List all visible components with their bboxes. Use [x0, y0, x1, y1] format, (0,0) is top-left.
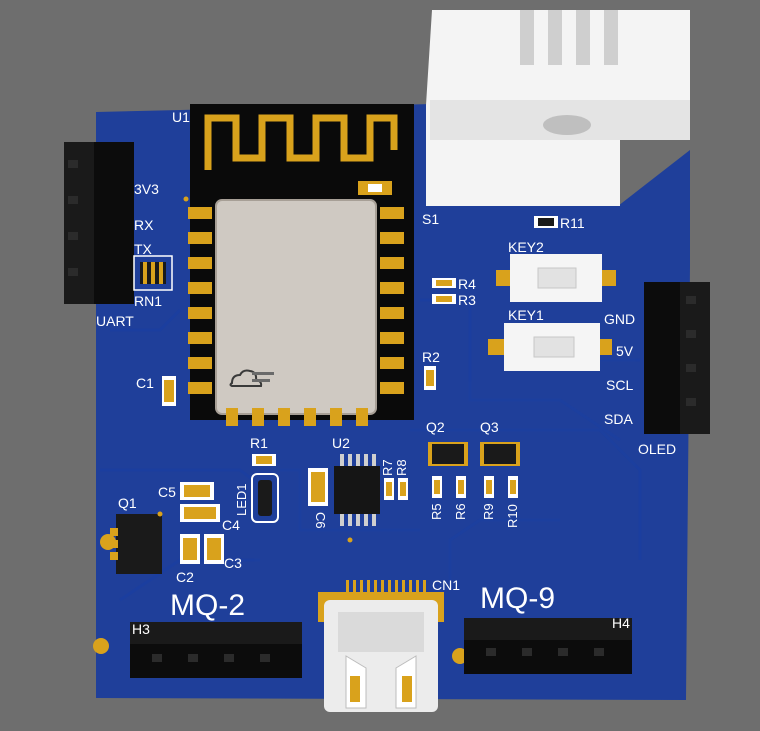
label-uart: UART	[96, 313, 134, 329]
label-mq9: MQ-9	[480, 582, 555, 615]
resistor-array	[384, 476, 518, 500]
label-r2: R2	[422, 349, 440, 365]
u2-chip	[334, 454, 380, 526]
led1	[251, 473, 279, 523]
mq2-header	[130, 622, 302, 678]
label-h4: H4	[612, 615, 630, 631]
label-q2: Q2	[426, 419, 445, 435]
label-c6: C6	[313, 512, 328, 529]
label-r6: R6	[453, 503, 468, 520]
label-r5: R5	[429, 503, 444, 520]
q1-regulator	[100, 514, 162, 574]
label-oled: OLED	[638, 441, 676, 457]
label-key2: KEY2	[508, 239, 544, 255]
rn1-resistor-network	[133, 255, 173, 291]
capacitors-cluster	[180, 482, 224, 564]
key2-button	[496, 254, 616, 302]
label-oled-sda: SDA	[604, 411, 633, 427]
label-r3: R3	[458, 292, 476, 308]
label-key1: KEY1	[508, 307, 544, 323]
uart-header	[64, 142, 134, 304]
mq9-header	[464, 618, 632, 674]
label-uart-3v3: 3V3	[134, 181, 159, 197]
label-oled-5v: 5V	[616, 343, 634, 359]
label-r7: R7	[380, 459, 395, 476]
silkscreen-labels: U1 S1 R11 KEY2 KEY1 R4 R3 R2 3V3 RX TX R…	[96, 109, 676, 637]
label-r10: R10	[505, 504, 520, 528]
small-smd-resistors	[162, 216, 558, 466]
label-r9: R9	[481, 503, 496, 520]
label-r1: R1	[250, 435, 268, 451]
c6-capacitor	[308, 468, 328, 506]
label-r4: R4	[458, 276, 476, 292]
label-h3: H3	[132, 621, 150, 637]
label-r11: R11	[560, 215, 585, 231]
label-oled-scl: SCL	[606, 377, 633, 393]
label-r8: R8	[394, 459, 409, 476]
label-c1: C1	[136, 375, 154, 391]
q2-transistor	[428, 442, 468, 466]
label-uart-tx: TX	[134, 241, 153, 257]
label-mq2: MQ-2	[170, 589, 245, 622]
wifi-antenna-icon	[204, 114, 398, 170]
label-rn1: RN1	[134, 293, 162, 309]
label-q3: Q3	[480, 419, 499, 435]
key1-button	[488, 323, 612, 371]
label-cn1: CN1	[432, 577, 460, 593]
usb-c-connector	[318, 580, 444, 712]
buzzer-component	[426, 10, 690, 206]
oled-header	[644, 282, 710, 434]
label-oled-gnd: GND	[604, 311, 635, 327]
label-c2: C2	[176, 569, 194, 585]
label-s1: S1	[422, 211, 439, 227]
cloud-logo-icon	[229, 369, 274, 387]
label-uart-rx: RX	[134, 217, 154, 233]
esp-wifi-module	[188, 104, 414, 426]
label-c5: C5	[158, 484, 176, 500]
q3-transistor	[480, 442, 520, 466]
label-u2: U2	[332, 435, 350, 451]
label-c4: C4	[222, 517, 240, 533]
label-q1: Q1	[118, 495, 137, 511]
label-u1: U1	[172, 109, 190, 125]
label-led1: LED1	[234, 483, 249, 516]
label-c3: C3	[224, 555, 242, 571]
